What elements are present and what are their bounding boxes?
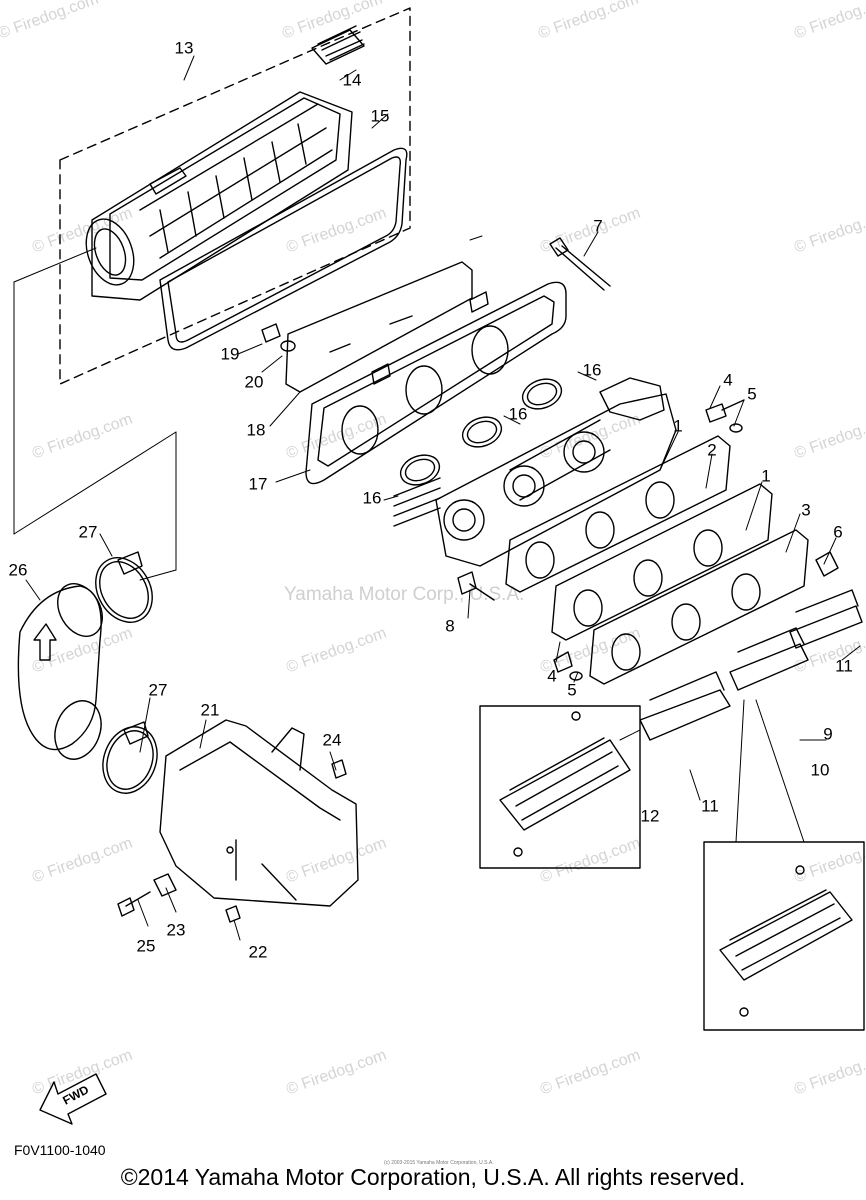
callout-12: 12 <box>640 806 660 826</box>
callout-16: 16 <box>582 360 602 380</box>
callout-13: 13 <box>174 38 194 58</box>
assembly-lines <box>13 247 177 581</box>
callout-5: 5 <box>567 680 577 700</box>
callout-27: 27 <box>148 680 168 700</box>
callout-15: 15 <box>370 106 390 126</box>
reed-valve-detail-box <box>479 705 641 869</box>
callout-24: 24 <box>322 730 342 750</box>
throttle-body-assembly <box>393 377 677 567</box>
callout-26: 26 <box>8 560 28 580</box>
callout-20: 20 <box>244 372 264 392</box>
small-print: (c) 2003-2015 Yamaha Motor Corporation, … <box>384 1160 494 1166</box>
intake-silencer <box>159 719 359 907</box>
long-bolt <box>549 237 611 291</box>
callout-4: 4 <box>547 666 557 686</box>
callout-1: 1 <box>761 466 771 486</box>
callout-16: 16 <box>362 488 382 508</box>
callout-11: 11 <box>835 656 853 676</box>
callout-17: 17 <box>248 474 268 494</box>
callout-19: 19 <box>220 344 240 364</box>
callout-7: 7 <box>593 216 603 236</box>
callout-9: 9 <box>823 724 833 744</box>
callout-14: 14 <box>342 70 362 90</box>
air-box-gasket <box>159 147 408 351</box>
intake-silencer-frame <box>305 281 567 485</box>
callout-1: 1 <box>673 416 683 436</box>
silencer-fasteners <box>117 759 347 923</box>
callout-3: 3 <box>801 500 811 520</box>
hose-clamps <box>95 551 158 794</box>
callout-2: 2 <box>707 440 717 460</box>
reed-valve-detail-box-2 <box>703 841 865 1031</box>
center-watermark: Yamaha Motor Corp., U.S.A. <box>284 584 525 605</box>
o-rings <box>399 378 563 486</box>
intake-hose <box>17 583 103 760</box>
callout-22: 22 <box>248 942 268 962</box>
bolts-and-washers <box>261 323 839 681</box>
callout-5: 5 <box>747 384 757 404</box>
callout-18: 18 <box>246 420 266 440</box>
air-box-housing <box>85 91 353 301</box>
callout-21: 21 <box>200 700 220 720</box>
callout-16: 16 <box>508 404 528 424</box>
callout-4: 4 <box>723 370 733 390</box>
callout-10: 10 <box>810 760 830 780</box>
plate <box>285 261 473 393</box>
copyright-notice: ©2014 Yamaha Motor Corporation, U.S.A. A… <box>120 1164 746 1190</box>
callout-27: 27 <box>78 522 98 542</box>
callout-23: 23 <box>166 920 186 940</box>
callout-25: 25 <box>136 936 156 956</box>
callout-8: 8 <box>445 616 455 636</box>
callout-11: 11 <box>701 796 719 816</box>
filter-element <box>311 25 365 65</box>
manifold-gaskets <box>505 435 809 685</box>
diagram-code: F0V1100-1040 <box>14 1142 106 1158</box>
reed-valves <box>639 589 863 741</box>
leader-lines <box>25 55 861 941</box>
air-box-assembly-outline <box>59 7 411 385</box>
callout-6: 6 <box>833 522 843 542</box>
fwd-arrow-icon <box>39 1073 107 1125</box>
